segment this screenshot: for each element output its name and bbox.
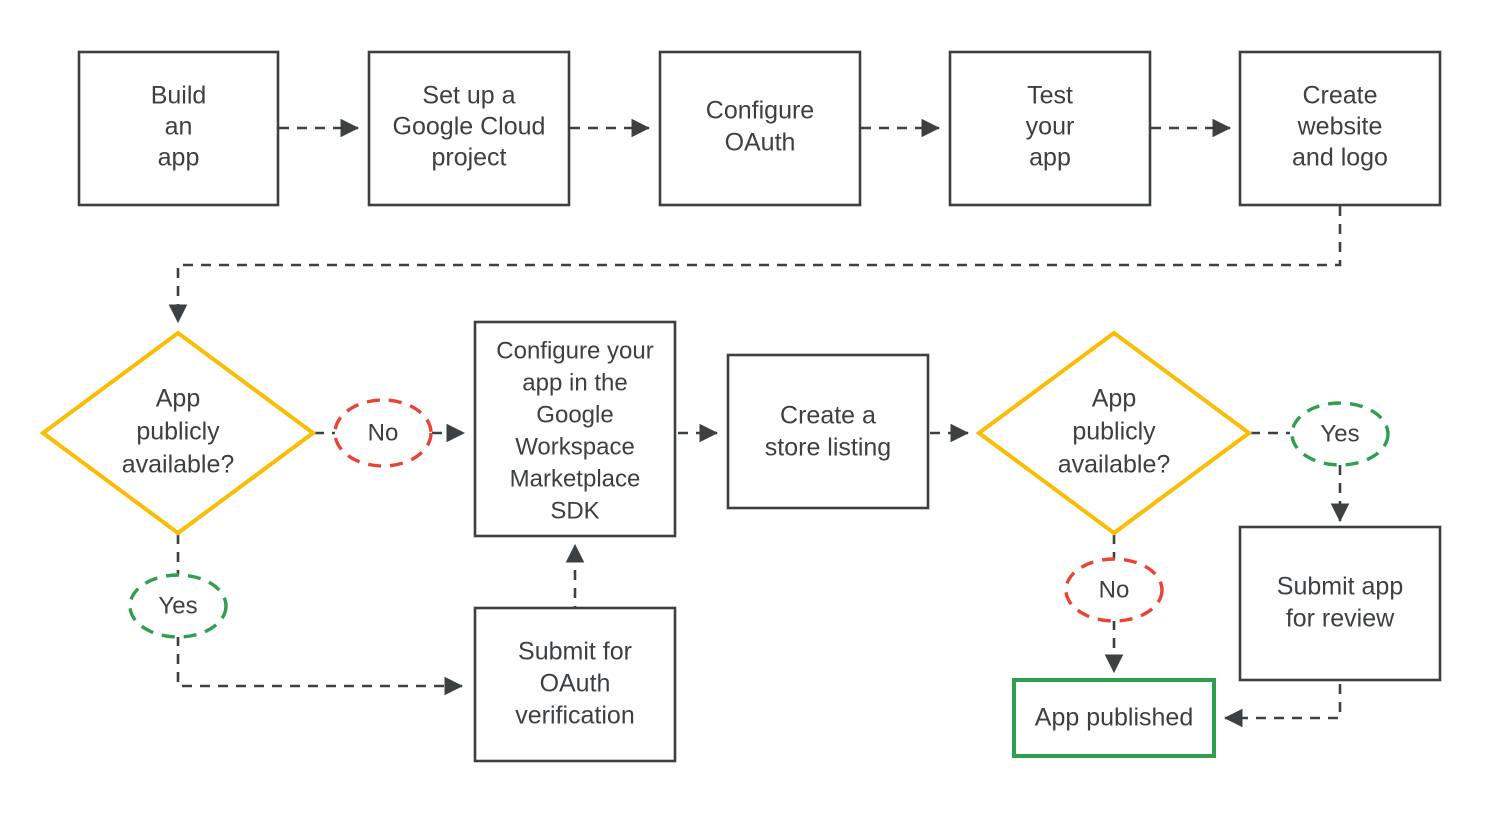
node-app-published-label: App published [1035,704,1193,732]
node-gcp-project-line-2: Google Cloud [393,113,546,141]
node-configure-sdk-line-2: app in the [522,369,627,396]
node-submit-review-line-1: Submit app [1277,573,1403,601]
badge-yes-decision2-label: Yes [1320,420,1359,447]
node-decision2-line-1: App [1092,385,1136,413]
badge-yes-decision1-label: Yes [158,592,197,619]
node-create-website-and-logo[interactable]: Create website and logo [1238,50,1442,207]
badge-yes-decision2: Yes [1290,401,1390,467]
node-configure-oauth-line-2: OAuth [725,129,796,157]
node-website-logo-line-2: website [1297,113,1383,141]
node-build-an-app[interactable]: Build an app [77,50,280,207]
badge-no-decision1: No [333,398,433,468]
node-oauth-verification-line-2: OAuth [540,670,611,698]
node-set-up-google-cloud-project[interactable]: Set up a Google Cloud project [367,50,571,207]
node-app-published[interactable]: App published [1012,678,1216,758]
node-configure-sdk-line-4: Workspace [515,433,635,460]
node-website-logo-line-3: and logo [1292,144,1388,172]
node-test-your-app-line-2: your [1026,113,1075,141]
node-decision-app-publicly-available-1[interactable]: App publicly available? [39,330,317,536]
node-configure-sdk-line-3: Google [536,401,613,428]
node-build-an-app-line-2: an [165,113,193,141]
node-test-your-app-line-1: Test [1027,82,1073,110]
node-submit-review-line-2: for review [1286,605,1395,633]
node-configure-app-marketplace-sdk[interactable]: Configure your app in the Google Workspa… [473,320,677,538]
badge-no-decision1-label: No [368,419,399,446]
node-gcp-project-line-3: project [431,144,506,172]
node-decision-app-publicly-available-2[interactable]: App publicly available? [975,330,1253,536]
node-configure-sdk-line-1: Configure your [496,337,653,364]
node-store-listing-line-1: Create a [780,402,876,430]
node-store-listing-line-2: store listing [765,434,891,462]
node-configure-oauth-line-1: Configure [706,97,814,125]
node-submit-app-for-review[interactable]: Submit app for review [1238,525,1442,682]
node-oauth-verification-line-3: verification [515,702,635,730]
node-submit-oauth-verification[interactable]: Submit for OAuth verification [473,606,677,763]
node-decision1-line-3: available? [122,451,235,479]
node-decision1-line-1: App [156,385,200,413]
node-configure-oauth[interactable]: Configure OAuth [658,50,862,207]
node-decision1-line-2: publicly [136,418,220,446]
node-gcp-project-line-1: Set up a [422,82,515,110]
node-build-an-app-line-3: app [158,144,200,172]
badge-no-decision2-label: No [1099,576,1130,603]
node-configure-sdk-line-5: Marketplace [510,465,641,492]
edge-submit-review-to-app-published [1223,684,1342,728]
edge-website-to-decision1 [168,206,1342,324]
node-decision2-line-3: available? [1058,451,1171,479]
node-test-your-app[interactable]: Test your app [948,50,1152,207]
badge-no-decision2: No [1064,557,1164,623]
node-oauth-verification-line-1: Submit for [518,638,632,666]
node-create-store-listing[interactable]: Create a store listing [726,353,930,510]
edge-yes-to-oauth-verification [176,636,464,696]
node-website-logo-line-1: Create [1302,82,1377,110]
node-configure-sdk-line-6: SDK [550,497,599,524]
node-decision2-line-2: publicly [1072,418,1156,446]
badge-yes-decision1: Yes [128,573,228,639]
node-test-your-app-line-3: app [1029,144,1071,172]
node-build-an-app-line-1: Build [151,82,207,110]
